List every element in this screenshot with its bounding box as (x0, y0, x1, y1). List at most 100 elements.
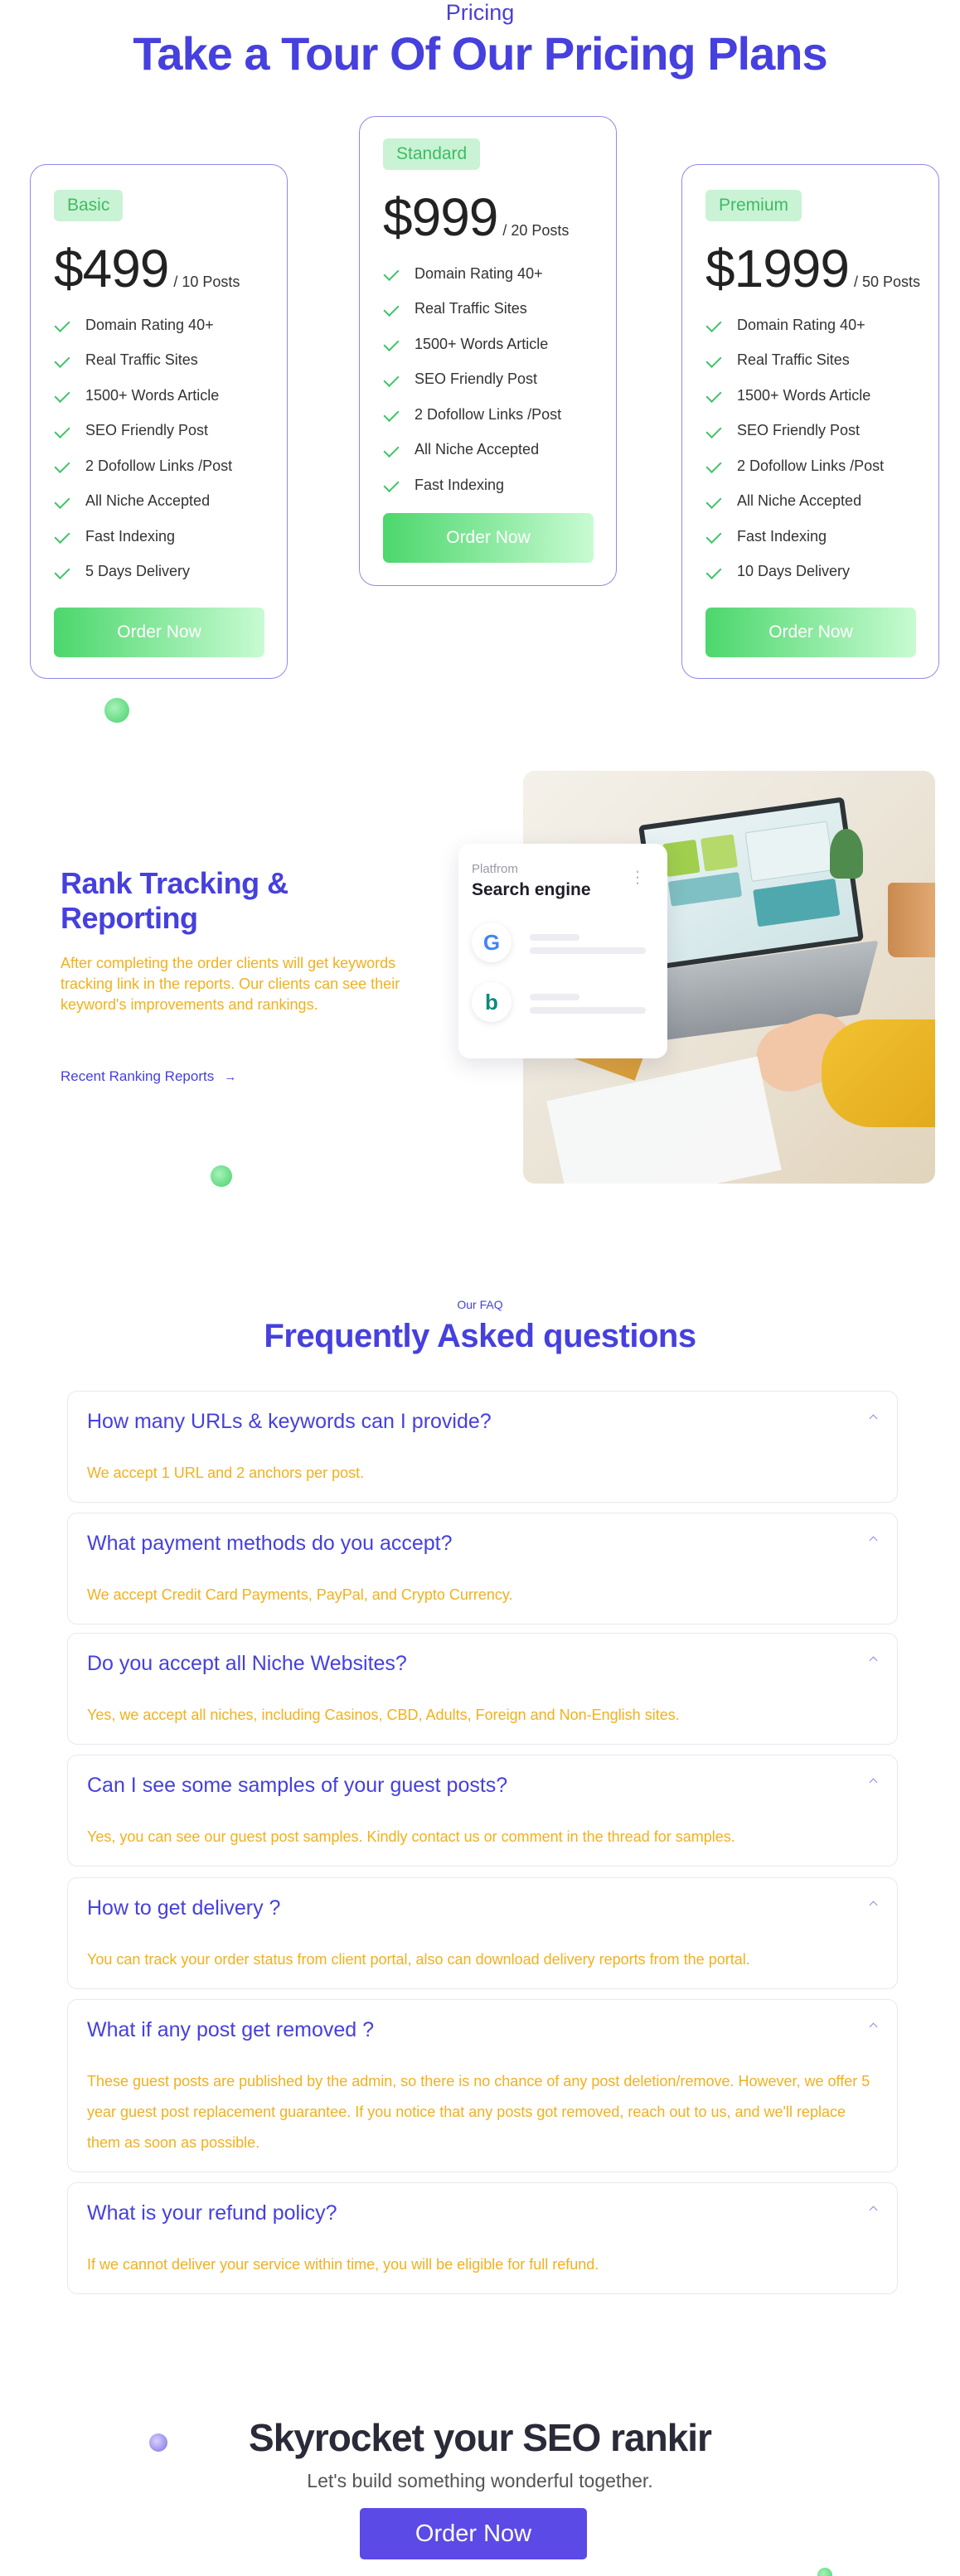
pricing-eyebrow: Pricing (445, 0, 515, 25)
bing-icon: b (472, 982, 512, 1022)
chevron-up-icon[interactable] (869, 1777, 877, 1785)
page-title: Take a Tour Of Our Pricing Plans (133, 27, 827, 80)
search-engine-card-label: Platfrom (472, 862, 518, 876)
faq-item[interactable]: What if any post get removed ? These gue… (67, 1999, 898, 2172)
chevron-up-icon[interactable] (869, 1535, 877, 1543)
sweater-sleeve-shape (822, 1019, 935, 1127)
check-icon (385, 444, 403, 456)
plan-feature-label: 1500+ Words Article (85, 386, 220, 404)
faq-question: Do you accept all Niche Websites? (87, 1652, 407, 1675)
faq-question: How to get delivery ? (87, 1896, 281, 1920)
faq-item[interactable]: How many URLs & keywords can I provide? … (67, 1391, 898, 1503)
plan-feature-item: SEO Friendly Post (56, 414, 232, 449)
laptop-screen-shape (638, 797, 864, 970)
cta-order-now-button[interactable]: Order Now (360, 2508, 587, 2559)
faq-answer: Yes, we accept all niches, including Cas… (87, 1707, 680, 1723)
check-icon (56, 390, 74, 401)
google-icon: G (472, 922, 512, 962)
search-engine-row-google: G (472, 922, 654, 964)
plan-feature-label: SEO Friendly Post (737, 422, 861, 439)
plan-feature-item: 1500+ Words Article (56, 378, 232, 414)
plan-feature-label: 2 Dofollow Links /Post (85, 457, 233, 474)
check-icon (385, 479, 403, 491)
plan-badge: Basic (54, 190, 124, 221)
plan-feature-label: Fast Indexing (85, 527, 176, 545)
plan-feature-label: All Niche Accepted (85, 492, 211, 510)
check-icon (707, 496, 725, 507)
check-icon (707, 355, 725, 366)
plan-price: $1999 / 50 Posts (705, 238, 920, 299)
placeholder-bar (530, 994, 579, 1000)
faq-eyebrow: Our FAQ (457, 1298, 503, 1311)
plan-feature-item: 2 Dofollow Links /Post (56, 448, 232, 484)
coffee-cup-shape (888, 883, 935, 957)
pricing-card-standard: Standard $999 / 20 Posts Domain Rating 4… (359, 116, 617, 586)
search-engine-row-bing: b (472, 982, 654, 1024)
screen-tile (667, 871, 743, 907)
screen-tile (753, 878, 841, 927)
search-engine-card: Platfrom Search engine ⋮ G b (458, 844, 667, 1058)
kebab-menu-icon[interactable]: ⋮ (629, 869, 646, 887)
check-icon (385, 409, 403, 420)
chevron-up-icon[interactable] (869, 2205, 877, 2213)
check-icon (385, 303, 403, 315)
faq-item[interactable]: Do you accept all Niche Websites? Yes, w… (67, 1633, 898, 1745)
plan-feature-label: All Niche Accepted (415, 441, 540, 458)
plan-feature-label: Real Traffic Sites (415, 300, 527, 317)
plan-feature-label: SEO Friendly Post (415, 370, 538, 388)
cta-subtitle: Let's build something wonderful together… (307, 2470, 653, 2491)
placeholder-bar (530, 947, 646, 954)
screen-tile (700, 834, 739, 872)
plan-feature-item: SEO Friendly Post (385, 362, 561, 398)
faq-question: What if any post get removed ? (87, 2018, 375, 2041)
plan-feature-item: Real Traffic Sites (385, 292, 561, 327)
faq-item[interactable]: What payment methods do you accept? We a… (67, 1513, 898, 1625)
chevron-up-icon[interactable] (869, 2022, 877, 2030)
check-icon (707, 566, 725, 578)
order-now-button[interactable]: Order Now (383, 513, 594, 563)
plan-feature-item: Domain Rating 40+ (56, 307, 232, 343)
plan-feature-label: Fast Indexing (737, 527, 827, 545)
placeholder-bar (530, 1007, 646, 1014)
plan-feature-label: 2 Dofollow Links /Post (415, 405, 562, 423)
order-now-button[interactable]: Order Now (705, 608, 916, 657)
plan-feature-label: Domain Rating 40+ (737, 316, 865, 333)
faq-item[interactable]: What is your refund policy? If we cannot… (67, 2182, 898, 2294)
plan-feature-item: Fast Indexing (707, 519, 884, 554)
faq-item[interactable]: How to get delivery ? You can track your… (67, 1877, 898, 1989)
faq-answer: You can track your order status from cli… (87, 1951, 750, 1968)
decorative-dot (104, 698, 129, 723)
plan-feature-item: All Niche Accepted (707, 484, 884, 520)
faq-title: Frequently Asked questions (264, 1318, 696, 1354)
plan-feature-item: All Niche Accepted (56, 484, 232, 520)
placeholder-bar (530, 934, 579, 941)
faq-question: Can I see some samples of your guest pos… (87, 1774, 508, 1797)
order-now-button[interactable]: Order Now (54, 608, 264, 657)
screen-tile (662, 839, 701, 877)
plan-feature-label: 1500+ Words Article (415, 335, 549, 352)
recent-ranking-reports-link[interactable]: Recent Ranking Reports → (61, 1068, 236, 1085)
faq-answer: These guest posts are published by the a… (87, 2073, 870, 2151)
plan-price-amount: $499 (54, 239, 169, 298)
cta-title: Skyrocket your SEO rankir (249, 2416, 712, 2459)
plan-feature-item: 5 Days Delivery (56, 554, 232, 590)
plan-feature-item: SEO Friendly Post (707, 414, 884, 449)
search-engine-card-title: Search engine (472, 880, 591, 899)
check-icon (56, 566, 74, 578)
faq-item[interactable]: Can I see some samples of your guest pos… (67, 1755, 898, 1867)
plan-feature-item: 1500+ Words Article (385, 327, 561, 362)
plan-feature-list: Domain Rating 40+ Real Traffic Sites 150… (56, 307, 232, 589)
plan-feature-item: 2 Dofollow Links /Post (707, 448, 884, 484)
plan-price-unit: / 50 Posts (853, 274, 921, 290)
check-icon (56, 319, 74, 331)
check-icon (56, 355, 74, 366)
plan-feature-list: Domain Rating 40+ Real Traffic Sites 150… (385, 256, 561, 538)
plan-feature-label: Real Traffic Sites (737, 351, 850, 369)
chevron-up-icon[interactable] (869, 1900, 877, 1908)
plan-feature-label: Real Traffic Sites (85, 351, 198, 369)
plan-price: $499 / 10 Posts (54, 238, 240, 299)
plan-price: $999 / 20 Posts (383, 186, 569, 248)
plan-badge: Standard (383, 138, 481, 170)
chevron-up-icon[interactable] (869, 1413, 877, 1421)
chevron-up-icon[interactable] (869, 1655, 877, 1663)
